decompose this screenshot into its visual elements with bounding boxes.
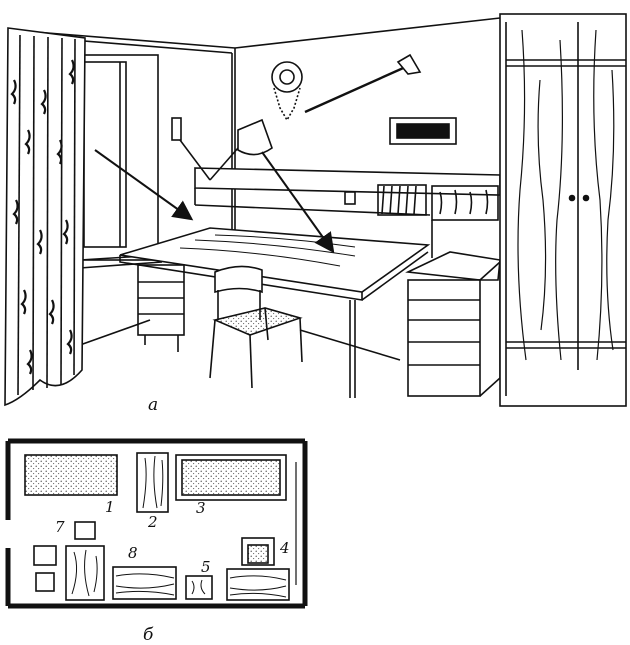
plan-item-3 [175, 454, 287, 501]
plan-chair-lower [35, 572, 55, 592]
window [79, 54, 163, 269]
plan-item-5 [185, 575, 213, 600]
plan-label-1: 1 [105, 498, 115, 516]
plan-item-8 [112, 566, 177, 600]
plan-chest [226, 568, 290, 601]
plan-label-7: 7 [55, 518, 65, 536]
caption-b: б [143, 625, 154, 645]
wall-picture [389, 117, 457, 145]
chair [209, 265, 303, 389]
curtain [4, 27, 86, 407]
plan-chair-upper [33, 545, 57, 566]
wall-clock [271, 61, 303, 122]
wall-lamp [171, 117, 273, 181]
floor-plan [5, 438, 308, 609]
wardrobe [499, 13, 627, 407]
light-direction-arrows [94, 149, 335, 254]
caption-a: а [148, 395, 158, 415]
plan-item-4 [241, 537, 275, 566]
plan-desk [65, 545, 105, 601]
plan-item-2 [136, 452, 169, 513]
plan-item-1 [24, 454, 118, 496]
desk [119, 227, 431, 398]
plan-label-4: 4 [279, 539, 290, 557]
plan-label-3: 3 [196, 499, 206, 517]
perspective-view [4, 13, 627, 407]
plan-label-5: 5 [201, 558, 211, 576]
wall-shelf [194, 167, 501, 221]
wall-axe [304, 53, 422, 114]
plan-label-8: 8 [128, 544, 138, 562]
plan-item-7 [74, 521, 96, 540]
plan-label-2: 2 [147, 513, 158, 531]
plan-walls [5, 438, 308, 609]
